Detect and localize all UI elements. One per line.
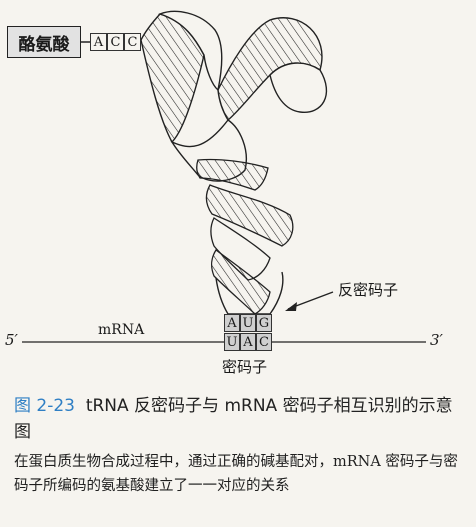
three-prime-label: 3′ (430, 331, 443, 349)
trna-acceptor-end: A C C (90, 33, 141, 51)
anticodon-arrowhead (285, 302, 297, 311)
trna-body-band (196, 158, 269, 191)
trna-right-loop (269, 62, 328, 113)
five-prime-label: 5′ (5, 331, 18, 349)
anticodon-base-1: A (224, 314, 240, 332)
codon-base-2: A (240, 333, 256, 351)
acceptor-base-1: A (90, 33, 107, 51)
codon: U A C (224, 333, 272, 351)
codon-label: 密码子 (222, 358, 268, 376)
figure-caption: 图 2-23 tRNA 反密码子与 mRNA 密码子相互识别的示意图 (14, 393, 466, 445)
amino-acid-label: 酪氨酸 (18, 34, 70, 55)
mrna-label: mRNA (98, 322, 145, 338)
figure-number: 图 2-23 (14, 396, 75, 416)
codon-base-1: U (224, 333, 240, 351)
anticodon: A U G (224, 314, 272, 332)
trna-diagram (22, 10, 426, 343)
trna-stem-upper (205, 184, 294, 247)
acceptor-base-2: C (107, 33, 124, 51)
figure-description: 在蛋白质生物合成过程中，通过正确的碱基配对，mRNA 密码子与密码子所编码的氨基… (14, 454, 458, 494)
trna-left-arm (140, 13, 205, 144)
anticodon-label: 反密码子 (338, 281, 399, 299)
figure-title: tRNA 反密码子与 mRNA 密码子相互识别的示意图 (14, 396, 453, 442)
amino-acid-box: 酪氨酸 (7, 26, 81, 58)
anticodon-base-2: U (240, 314, 256, 332)
codon-base-3: C (256, 333, 272, 351)
acceptor-base-3: C (124, 33, 141, 51)
anticodon-base-3: G (256, 314, 272, 332)
